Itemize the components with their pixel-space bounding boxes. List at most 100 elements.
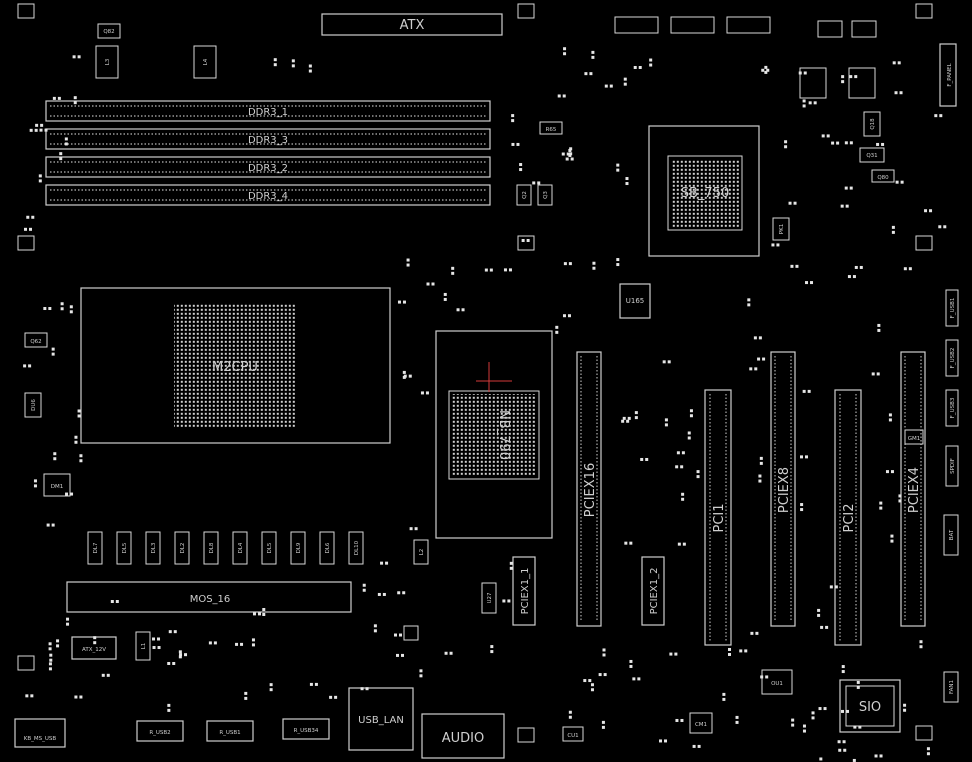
pad — [66, 617, 70, 621]
pad — [563, 47, 567, 51]
pad — [110, 600, 114, 604]
pad — [426, 282, 430, 286]
pad — [680, 465, 684, 469]
pad — [168, 630, 172, 634]
q3-part: Q3 — [537, 184, 553, 206]
q31-part: Q31 — [859, 147, 885, 163]
pad — [73, 96, 77, 100]
pad — [696, 475, 700, 479]
pad — [601, 725, 605, 729]
pad — [269, 688, 273, 692]
pad — [766, 68, 770, 72]
pad — [178, 650, 182, 654]
pad — [56, 639, 60, 643]
pad — [584, 72, 588, 76]
f-panel-header: F_PANEL — [939, 43, 957, 107]
pad — [568, 715, 572, 719]
pad — [591, 50, 595, 54]
dl-led: DL6 — [319, 531, 335, 565]
right-edge-headers: F_USB1 F_USB2 F_USB3 SPDIF BAT FAN1 — [943, 289, 959, 703]
pad — [53, 457, 57, 461]
pad — [420, 391, 424, 395]
pad — [934, 114, 938, 118]
pad — [46, 523, 50, 527]
pad — [849, 141, 853, 145]
pad — [888, 413, 892, 417]
pci1-slot: PCI1 — [704, 389, 732, 646]
pad — [251, 638, 255, 642]
svg-text:CU1: CU1 — [567, 733, 578, 739]
pad — [697, 744, 701, 748]
pad — [28, 364, 32, 368]
pad — [760, 675, 764, 679]
pad — [784, 145, 788, 149]
pad — [262, 613, 266, 617]
pad — [30, 694, 34, 698]
svg-text:L1: L1 — [141, 643, 147, 650]
pad — [101, 673, 105, 677]
l1-inductor: L1 — [135, 631, 151, 661]
pad — [443, 292, 447, 296]
pad — [77, 55, 81, 59]
pad — [616, 258, 620, 262]
pad — [66, 622, 70, 626]
pad — [841, 709, 845, 713]
pad — [682, 542, 686, 546]
pad — [561, 152, 565, 156]
pad — [406, 258, 410, 262]
pad — [761, 68, 765, 72]
pci2-slot: PCI2 — [834, 389, 862, 646]
pad — [93, 641, 97, 645]
pad — [747, 298, 751, 302]
pad — [939, 114, 943, 118]
pad — [825, 625, 829, 629]
pad — [53, 452, 57, 456]
pad — [877, 328, 881, 332]
pad — [758, 474, 762, 478]
svg-text:Q80: Q80 — [877, 175, 889, 181]
pad — [675, 718, 679, 722]
svg-text:DL8: DL8 — [209, 542, 215, 553]
svg-text:DU6: DU6 — [31, 399, 37, 411]
pad — [929, 209, 933, 213]
pad — [373, 624, 377, 628]
pad — [563, 52, 567, 56]
pad — [759, 461, 763, 465]
pad — [167, 661, 171, 665]
pcie-x1-1-label: PCIEX1_1 — [520, 568, 531, 615]
dm1-part: DM1 — [43, 473, 71, 497]
pad — [79, 454, 83, 458]
pad — [681, 451, 685, 455]
pad — [735, 720, 739, 724]
pcie-x16-label: PCIEX16 — [583, 463, 598, 517]
pad — [859, 265, 863, 269]
pad — [60, 302, 64, 306]
dimm-slots: DDR3_1 DDR3_3 DDR3_2 DDR3_4 — [45, 100, 491, 206]
pad — [35, 123, 39, 127]
pad — [64, 142, 68, 146]
pad — [659, 739, 663, 743]
pad — [583, 679, 587, 683]
pad — [626, 419, 630, 423]
atx-label: ATX — [400, 18, 425, 33]
pad — [749, 367, 753, 371]
pad — [69, 305, 73, 309]
pad — [669, 652, 673, 656]
pad — [899, 91, 903, 95]
svg-text:DL9: DL9 — [296, 542, 302, 553]
pad — [257, 612, 261, 616]
pad — [569, 147, 573, 151]
pad — [490, 645, 494, 649]
pad — [681, 492, 685, 496]
pad — [750, 631, 754, 635]
southbridge: SB_750 — [648, 125, 760, 257]
dl-led: DL7 — [87, 531, 103, 565]
usb-lan-label: USB_LAN — [358, 715, 404, 726]
pad — [592, 266, 596, 270]
pad — [569, 152, 573, 156]
top-fan-headers — [614, 16, 877, 99]
pad — [637, 677, 641, 681]
pad — [758, 336, 762, 340]
pad — [844, 186, 848, 190]
pad — [788, 201, 792, 205]
